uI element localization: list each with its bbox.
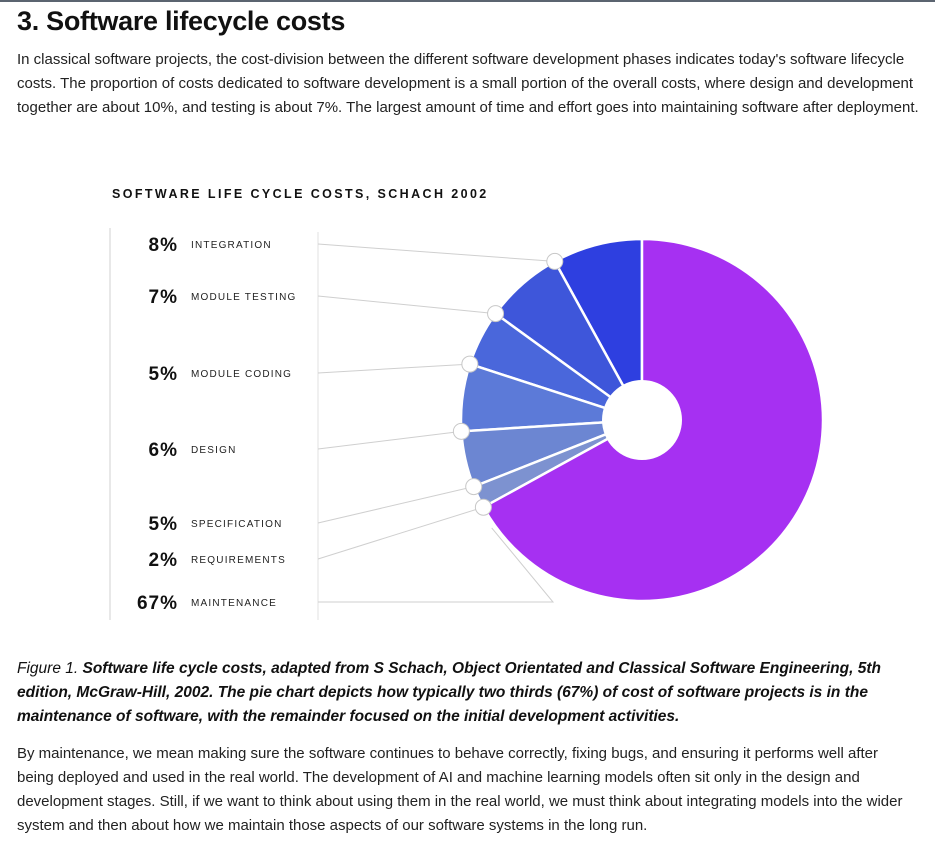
leader-line-maintenance [318,527,555,603]
pct-label-integration: 8% [149,235,178,256]
leader-dot-integration [546,252,564,270]
category-label-requirements: REQUIREMENTS [191,555,286,566]
pct-label-specification: 5% [149,514,178,535]
figure-caption: Figure 1. Software life cycle costs, ada… [17,657,922,729]
leader-line-module-testing [317,295,496,315]
category-label-maintenance: MAINTENANCE [191,598,277,609]
category-label-specification: SPECIFICATION [191,519,283,530]
pct-label-maintenance: 67% [137,593,178,614]
pie-chart: 8% INTEGRATION 7% MODULE TESTING 5% MODULE CO… [109,228,825,620]
outro-paragraph: By maintenance, we mean making sure the … [17,745,903,834]
pct-label-requirements: 2% [149,550,178,571]
category-label-integration: INTEGRATION [191,240,272,251]
top-divider [0,0,935,2]
caption-label: Figure 1. [17,660,79,677]
leader-line-requirements [317,506,484,560]
section-title: 3. Software lifecycle costs [17,6,346,36]
caption-text: Software life cycle costs, adapted from … [17,660,881,725]
chart-title: SOFTWARE LIFE CYCLE COSTS, SCHACH 2002 [112,187,489,201]
leader-line-integration [317,243,555,262]
leader-dot-requirements [474,498,492,516]
pct-label-design: 6% [149,440,178,461]
intro-paragraph: In classical software projects, the cost… [17,51,919,116]
category-label-module-coding: MODULE CODING [191,369,292,380]
leader-dot-module-coding [461,355,479,373]
category-label-design: DESIGN [191,445,237,456]
pct-label-module-testing: 7% [149,287,178,308]
category-label-module-testing: MODULE TESTING [191,292,297,303]
leader-line-module-coding [317,363,470,374]
leader-dot-specification [465,478,483,496]
leader-dot-module-testing [487,305,505,323]
leader-dot-design [452,422,470,440]
pie-center-hole [602,380,682,460]
leader-line-specification [317,486,474,524]
pct-label-module-coding: 5% [149,364,178,385]
leader-line-design [317,430,462,450]
